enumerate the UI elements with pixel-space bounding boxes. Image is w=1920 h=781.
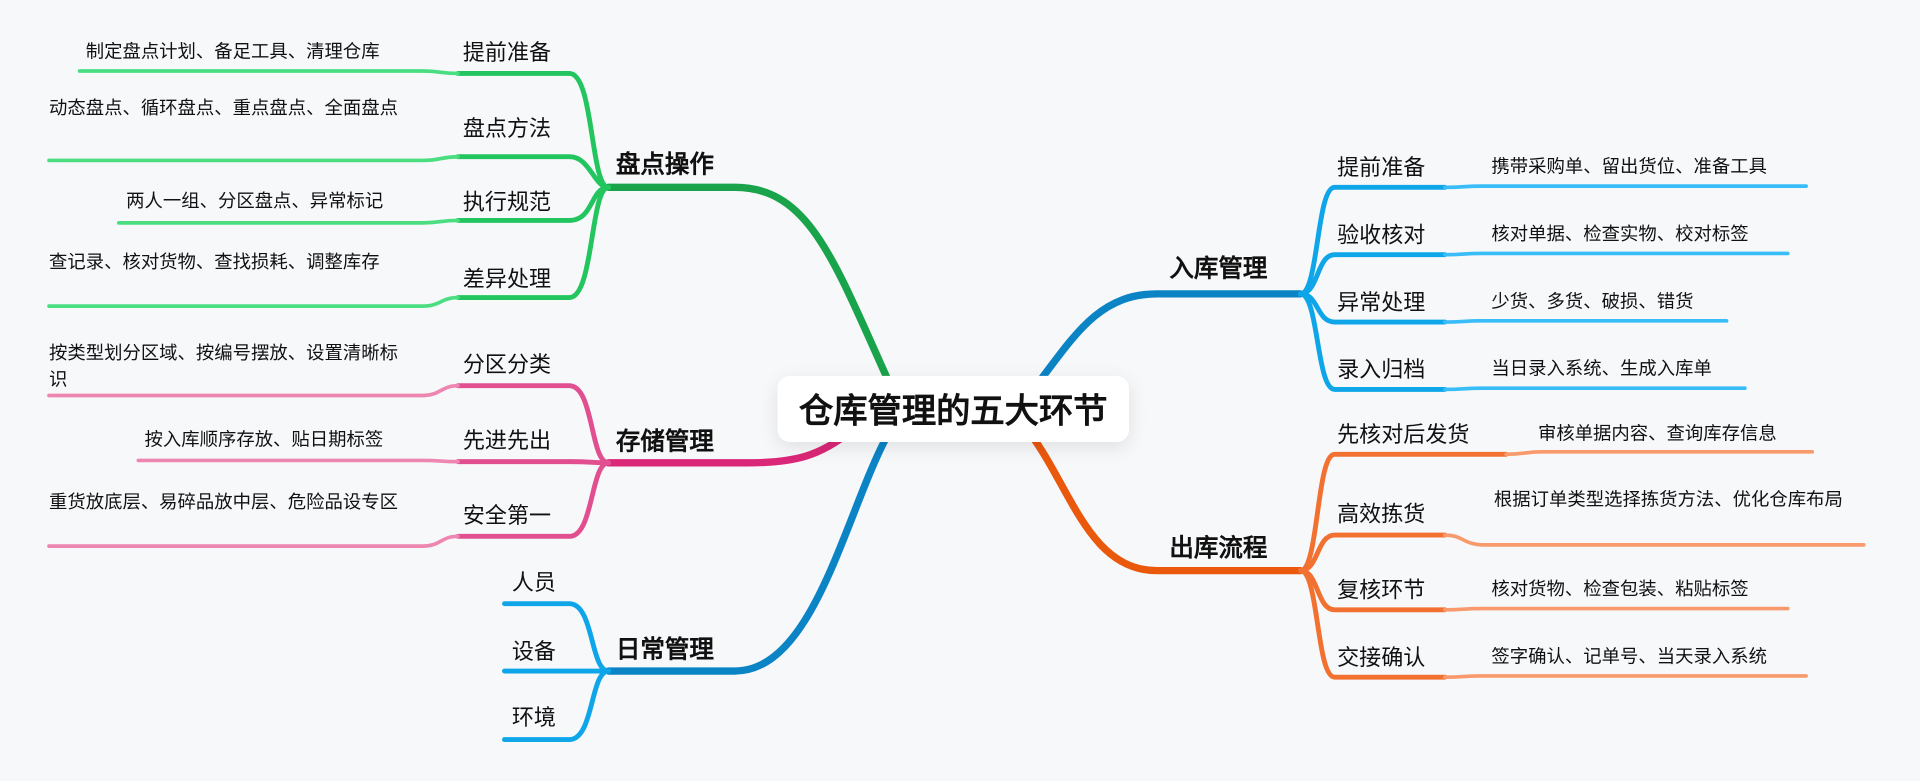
detail[interactable]: 携带采购单、留出货位、准备工具 <box>1491 156 1767 178</box>
root-topic[interactable]: 仓库管理的五大环节 <box>777 375 1129 443</box>
subtopic[interactable]: 提前准备 <box>1337 155 1426 181</box>
root-title: 仓库管理的五大环节 <box>798 391 1108 430</box>
detail[interactable]: 重货放底层、易碎品放中层、危险品设专区 <box>48 492 398 514</box>
detail[interactable]: 核对货物、检查包装、粘贴标签 <box>1491 579 1749 601</box>
subtopic[interactable]: 先进先出 <box>462 428 552 454</box>
detail[interactable]: 查记录、核对货物、查找损耗、调整库存 <box>48 252 380 274</box>
topic-inbound[interactable]: 入库管理 <box>1169 255 1268 283</box>
detail[interactable]: 按入库顺序存放、贴日期标签 <box>144 429 384 451</box>
detail[interactable]: 按类型划分区域、按编号摆放、设置清晰标识 <box>48 342 398 391</box>
subtopic[interactable]: 录入归档 <box>1337 357 1426 383</box>
subtopic[interactable]: 异常处理 <box>1337 290 1426 315</box>
subtopic[interactable]: 验收核对 <box>1337 222 1426 248</box>
connector-outbound <box>1027 431 1305 575</box>
detail[interactable]: 当日录入系统、生成入库单 <box>1491 358 1712 380</box>
connector-daily <box>604 431 892 675</box>
topic-storage[interactable]: 存储管理 <box>615 428 714 456</box>
detail[interactable]: 动态盘点、循环盘点、重点盘点、全面盘点 <box>48 97 398 119</box>
detail[interactable]: 审核单据内容、查询库存信息 <box>1537 423 1777 445</box>
topic-daily[interactable]: 日常管理 <box>615 636 714 664</box>
connector-inventory <box>604 183 892 384</box>
subtopic[interactable]: 设备 <box>511 639 556 664</box>
subtopic[interactable]: 执行规范 <box>462 189 552 215</box>
subtopic[interactable]: 复核环节 <box>1337 577 1426 603</box>
subtopic[interactable]: 分区分类 <box>462 352 552 378</box>
detail[interactable]: 制定盘点计划、备足工具、清理仓库 <box>85 41 380 63</box>
subtopic[interactable]: 人员 <box>511 570 556 596</box>
subtopic[interactable]: 安全第一 <box>462 503 552 528</box>
connector-inbound <box>1037 290 1305 384</box>
subtopic[interactable]: 差异处理 <box>462 266 552 292</box>
subtopic[interactable]: 交接确认 <box>1337 645 1426 670</box>
subtopic[interactable]: 高效拣货 <box>1337 502 1426 527</box>
detail[interactable]: 两人一组、分区盘点、异常标记 <box>126 191 384 212</box>
subtopic[interactable]: 环境 <box>511 705 556 730</box>
subtopic[interactable]: 提前准备 <box>462 40 552 65</box>
topic-inventory[interactable]: 盘点操作 <box>615 151 714 179</box>
detail[interactable]: 少货、多货、破损、错货 <box>1491 291 1694 313</box>
subtopic[interactable]: 先核对后发货 <box>1337 422 1470 447</box>
detail[interactable]: 核对单据、检查实物、校对标签 <box>1491 224 1749 245</box>
detail[interactable]: 根据订单类型选择拣货方法、优化仓库布局 <box>1493 489 1843 511</box>
detail[interactable]: 签字确认、记单号、当天录入系统 <box>1491 646 1767 668</box>
subtopic[interactable]: 盘点方法 <box>462 116 552 141</box>
topic-outbound[interactable]: 出库流程 <box>1169 535 1268 563</box>
